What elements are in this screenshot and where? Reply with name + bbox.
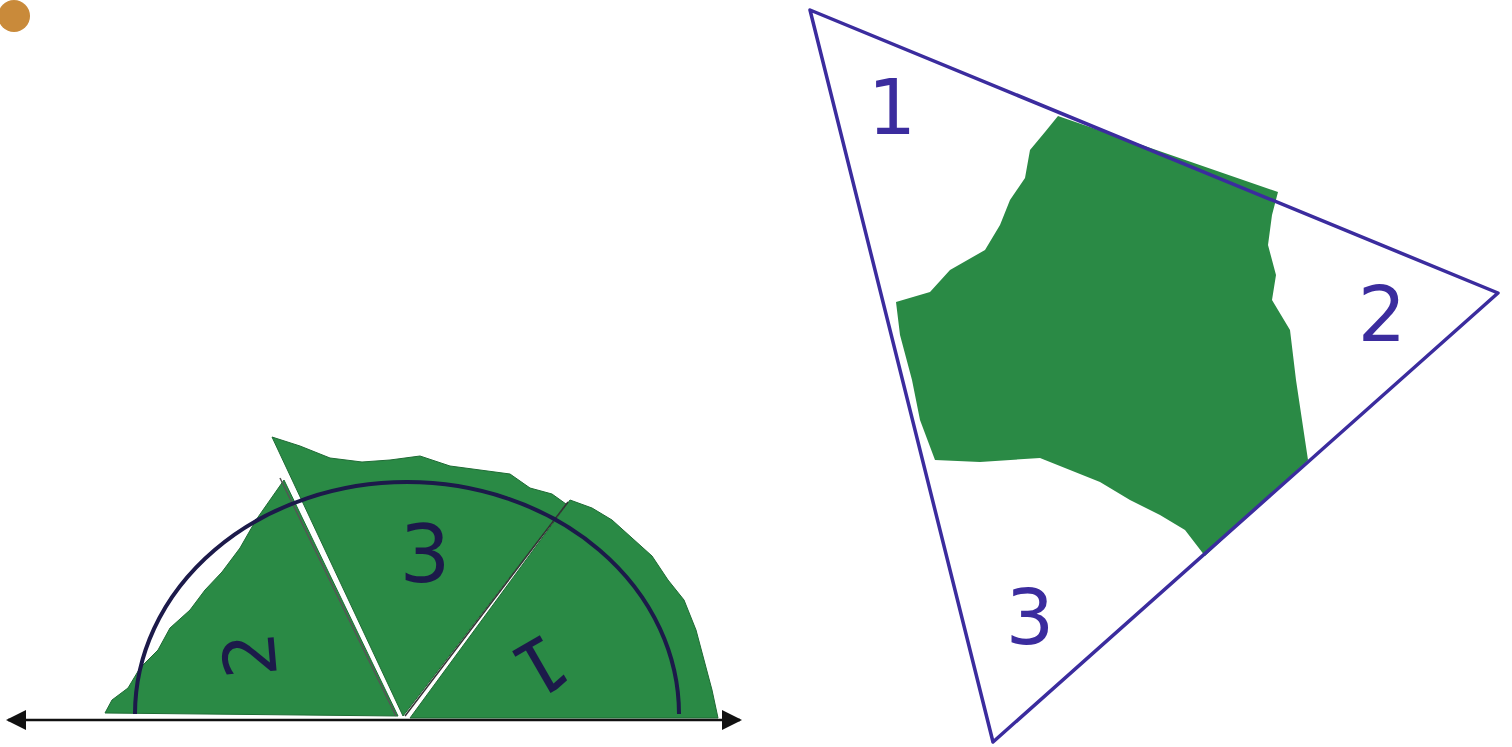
corner-dot <box>0 0 30 32</box>
straight-line <box>8 719 740 722</box>
angle-number: 1 <box>868 70 916 146</box>
angle-number: 3 <box>1006 580 1054 656</box>
angle-number: 2 <box>212 629 288 681</box>
torn-angle-piece <box>410 500 718 718</box>
angle-number: 2 <box>1358 277 1406 353</box>
torn-triangle-center <box>896 116 1308 556</box>
angle-number: 3 <box>400 515 451 595</box>
triangle-outline <box>810 10 1498 742</box>
angle-arc <box>135 482 679 714</box>
